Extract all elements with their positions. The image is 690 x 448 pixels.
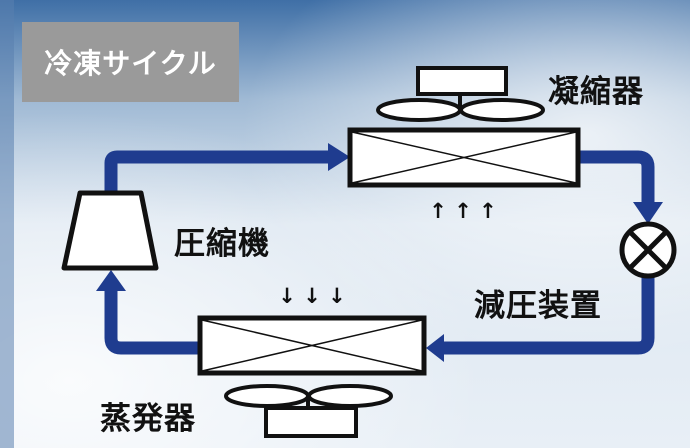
compressor-label: 圧縮機 bbox=[174, 226, 270, 262]
pipe-condenser-to-valve bbox=[571, 150, 655, 211]
pipe-valve-to-evaporator bbox=[435, 270, 655, 355]
evaporator-airflow-arrows: ↓ ↓ ↓ bbox=[278, 284, 345, 308]
condenser bbox=[347, 66, 581, 188]
expansion-valve-icon bbox=[619, 221, 677, 279]
pipe-arrowheads bbox=[96, 143, 663, 362]
evaporator-label: 蒸発器 bbox=[100, 401, 196, 437]
arrowhead-up bbox=[96, 270, 126, 291]
left-edge-shade bbox=[0, 0, 14, 448]
arrowhead-right bbox=[328, 143, 350, 171]
compressor-icon bbox=[61, 190, 159, 271]
pipe-compressor-to-condenser bbox=[104, 150, 337, 199]
fan-icon bbox=[224, 384, 393, 438]
expansion-valve-label: 減圧装置 bbox=[474, 288, 602, 324]
arrowhead-down bbox=[633, 202, 663, 224]
evaporator bbox=[197, 315, 427, 438]
condenser-label: 凝縮器 bbox=[548, 74, 644, 110]
refrigerant-pipe bbox=[104, 150, 655, 355]
condenser-airflow-arrows: ↑ ↑ ↑ bbox=[429, 199, 496, 223]
diagram-title: 冷凍サイクル bbox=[22, 22, 239, 102]
arrowhead-left bbox=[426, 334, 444, 362]
fan-icon bbox=[376, 66, 545, 122]
pipe-evaporator-to-compressor bbox=[104, 283, 207, 355]
